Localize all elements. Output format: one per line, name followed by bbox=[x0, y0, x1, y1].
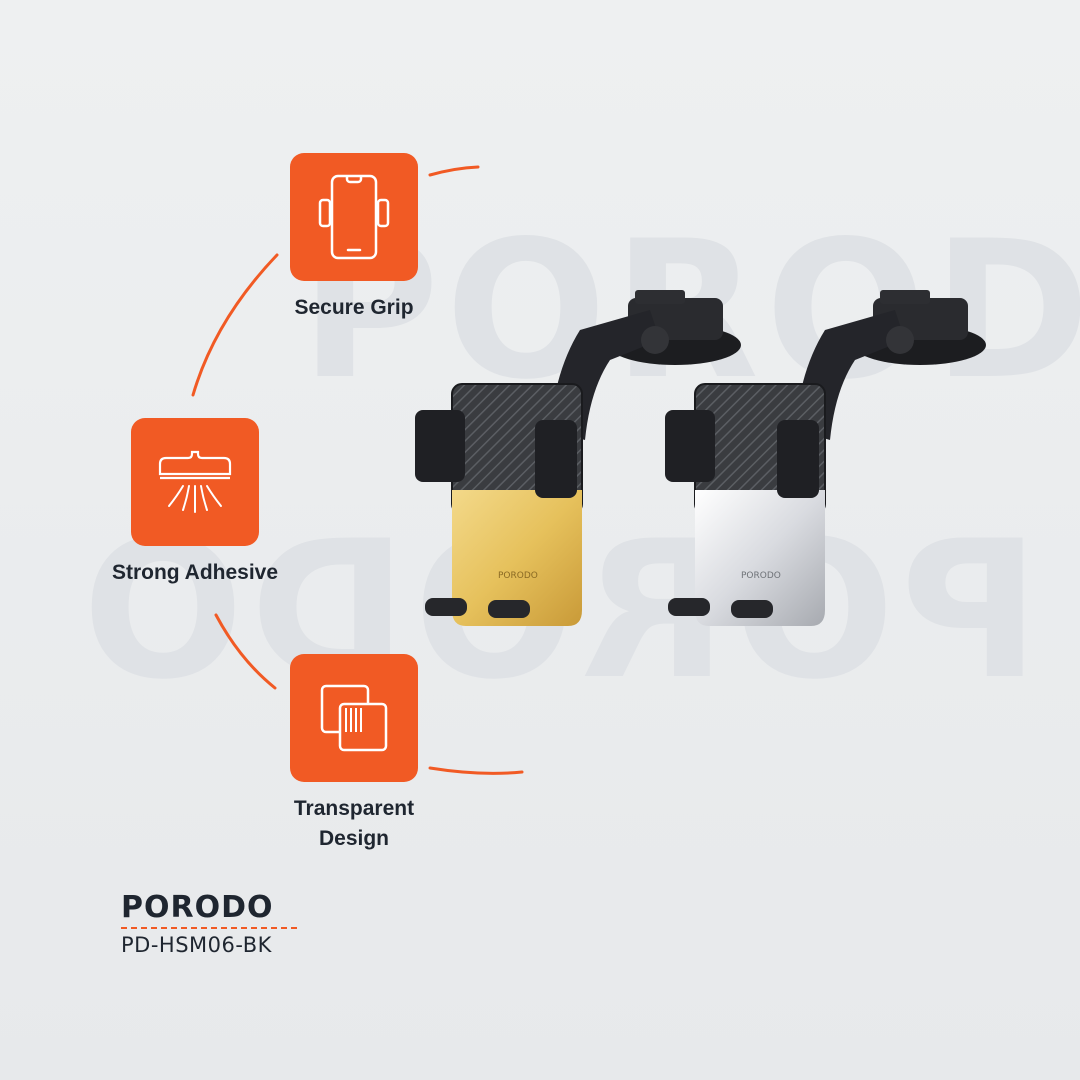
feature-label-transparent-line1: Transparent bbox=[293, 797, 415, 820]
feature-secure-grip: Secure Grip bbox=[270, 153, 438, 323]
brand-divider bbox=[121, 927, 297, 929]
feature-label-transparent-design: Transparent Design bbox=[268, 794, 440, 854]
feature-tile-secure-grip bbox=[290, 153, 418, 281]
brand-logo: PORODO bbox=[121, 890, 274, 925]
feature-tile-strong-adhesive bbox=[131, 418, 259, 546]
transparent-layers-icon bbox=[320, 684, 388, 752]
model-number: PD-HSM06-BK bbox=[121, 933, 272, 957]
feature-tile-transparent-design bbox=[290, 654, 418, 782]
feature-label-strong-adhesive: Strong Adhesive bbox=[111, 561, 279, 584]
product-logo-silver: PORODO bbox=[741, 571, 781, 581]
feature-strong-adhesive: Strong Adhesive bbox=[90, 418, 300, 588]
feature-transparent-design: Transparent Design bbox=[268, 654, 440, 854]
brand-block: PORODO PD-HSM06-BK bbox=[121, 890, 297, 957]
phone-holder-silver-image: PORODO bbox=[665, 290, 986, 626]
feature-label-transparent-line2: Design bbox=[318, 827, 389, 850]
product-logo-gold: PORODO bbox=[498, 571, 538, 581]
feature-label-secure-grip: Secure Grip bbox=[294, 296, 414, 319]
phone-grip-icon bbox=[318, 174, 390, 260]
suction-cup-icon bbox=[158, 450, 232, 513]
phone-holder-gold-image: PORODO bbox=[415, 290, 741, 626]
